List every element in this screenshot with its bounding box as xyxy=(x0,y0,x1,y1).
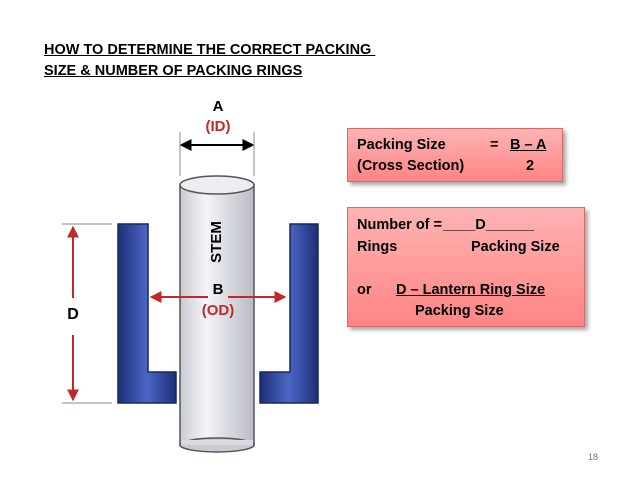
packing-size-formula-box: Packing Size = B – A (Cross Section) 2 xyxy=(347,128,563,182)
formula-cross-section-label: (Cross Section) xyxy=(357,158,465,174)
formula-equals: = xyxy=(490,137,503,153)
rings-number-of-label: Number of = xyxy=(357,217,442,233)
number-of-rings-formula-box: Number of = ____D______ Rings Packing Si… xyxy=(347,207,585,327)
label-od: (OD) xyxy=(201,302,235,319)
rings-packing-size-denominator: Packing Size xyxy=(471,239,560,255)
formula-denominator: 2 xyxy=(526,158,535,174)
formula-b-minus-a: B – A xyxy=(510,137,547,153)
label-d: D xyxy=(67,306,79,323)
stem-top xyxy=(179,175,255,195)
title-line-2: SIZE & NUMBER OF PACKING RINGS xyxy=(44,63,303,79)
page-number: 18 xyxy=(588,452,599,462)
rings-numerator-d: ____D______ xyxy=(443,217,535,233)
label-id: (ID) xyxy=(205,118,231,135)
rings-or-label: or xyxy=(357,282,372,298)
rings-alt-denominator: Packing Size xyxy=(415,303,504,319)
label-stem: STEM xyxy=(208,221,225,263)
right-gland xyxy=(259,223,319,404)
rings-alt-numerator: D – Lantern Ring Size xyxy=(396,282,546,298)
title-line-1: HOW TO DETERMINE THE CORRECT PACKING xyxy=(44,42,376,58)
label-b: B xyxy=(212,281,224,298)
rings-label: Rings xyxy=(357,239,398,255)
slide-title: HOW TO DETERMINE THE CORRECT PACKING SIZ… xyxy=(44,40,375,82)
left-gland xyxy=(117,223,177,404)
label-a: A xyxy=(212,98,224,115)
formula-packing-size-label: Packing Size xyxy=(357,137,446,153)
